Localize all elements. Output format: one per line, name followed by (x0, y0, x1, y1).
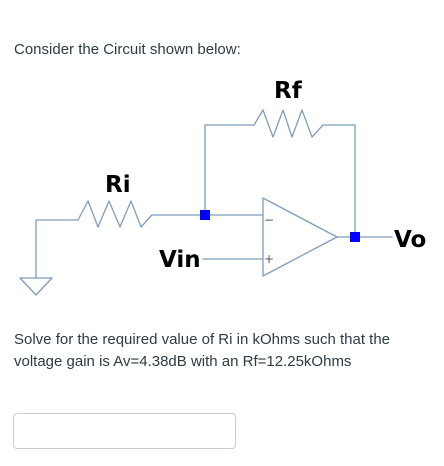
opamp-triangle (262, 197, 338, 277)
rf-label: Rf (274, 78, 303, 104)
vo-label: Vo (394, 227, 426, 253)
ground-symbol (19, 274, 53, 296)
circuit-diagram: − + Rf Ri Vin Vo (19, 78, 426, 296)
rf-resistor (253, 109, 324, 138)
noninverting-pin-sign: + (264, 252, 274, 266)
feedback-right-wire (322, 124, 356, 239)
output-node-marker (350, 232, 360, 242)
ri-resistor (77, 200, 153, 228)
inverting-node-marker (200, 210, 210, 220)
ri-label: Ri (105, 172, 131, 198)
inverting-pin-sign: − (264, 213, 274, 227)
vin-label: Vin (159, 247, 201, 273)
ground-wire (35, 219, 79, 276)
feedback-left-wire (204, 124, 255, 216)
answer-input[interactable] (13, 413, 236, 449)
question-body: Solve for the required value of Ri in kO… (14, 331, 391, 370)
question-intro: Consider the Circuit shown below: (14, 41, 241, 58)
